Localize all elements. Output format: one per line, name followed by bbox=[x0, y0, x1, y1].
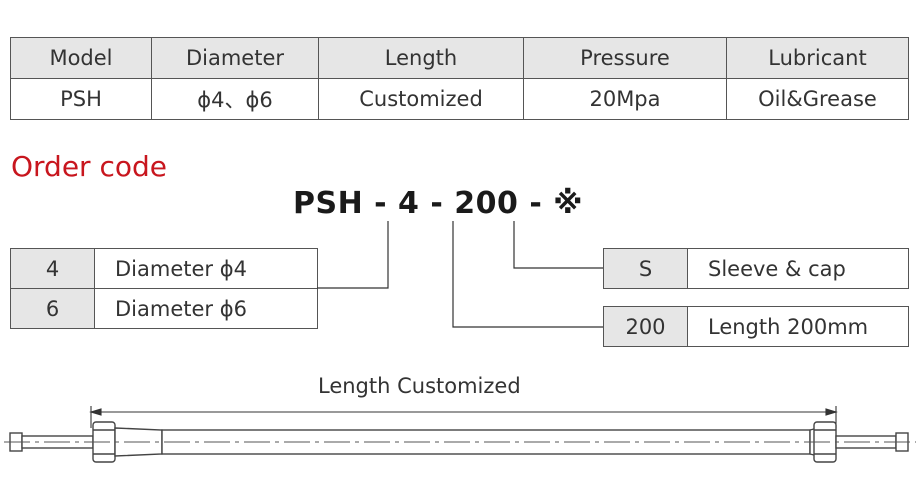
sleeve-option-table: S Sleeve & cap bbox=[603, 248, 909, 289]
diameter-desc-6: Diameter ϕ6 bbox=[94, 288, 318, 329]
value-pressure: 20Mpa bbox=[523, 78, 727, 120]
diameter-code-4: 4 bbox=[10, 248, 95, 289]
dimension-arrow-right bbox=[825, 408, 838, 416]
connector-lines bbox=[317, 221, 603, 328]
diameter-option-row: 4 Diameter ϕ4 bbox=[10, 248, 318, 289]
order-code-title: Order code bbox=[11, 150, 167, 183]
length-option-row: 200 Length 200mm bbox=[603, 306, 909, 347]
connector-sleeve bbox=[513, 221, 603, 269]
order-code-string: PSH - 4 - 200 - ※ bbox=[293, 186, 583, 221]
connector-length bbox=[452, 221, 603, 328]
header-pressure: Pressure bbox=[523, 37, 727, 79]
dimension-label: Length Customized bbox=[318, 374, 521, 398]
diameter-options-table: 4 Diameter ϕ4 6 Diameter ϕ6 bbox=[10, 248, 318, 329]
dimension-arrow-left bbox=[89, 408, 102, 416]
dimension-line bbox=[89, 406, 838, 428]
value-model: PSH bbox=[10, 78, 152, 120]
spec-table: Model Diameter Length Pressure Lubricant… bbox=[10, 37, 909, 120]
header-model: Model bbox=[10, 37, 152, 79]
diameter-desc-4: Diameter ϕ4 bbox=[94, 248, 318, 289]
sleeve-desc: Sleeve & cap bbox=[687, 248, 909, 289]
spec-header-row: Model Diameter Length Pressure Lubricant bbox=[10, 37, 909, 79]
header-lubricant: Lubricant bbox=[726, 37, 909, 79]
diameter-code-6: 6 bbox=[10, 288, 95, 329]
diameter-option-row: 6 Diameter ϕ6 bbox=[10, 288, 318, 329]
length-desc: Length 200mm bbox=[687, 306, 909, 347]
sleeve-option-row: S Sleeve & cap bbox=[603, 248, 909, 289]
sleeve-code: S bbox=[603, 248, 688, 289]
spec-value-row: PSH ϕ4、ϕ6 Customized 20Mpa Oil&Grease bbox=[10, 78, 909, 120]
value-length: Customized bbox=[318, 78, 524, 120]
value-diameter: ϕ4、ϕ6 bbox=[151, 78, 319, 120]
length-option-table: 200 Length 200mm bbox=[603, 306, 909, 347]
connector-diameter bbox=[317, 221, 389, 289]
value-lubricant: Oil&Grease bbox=[726, 78, 909, 120]
